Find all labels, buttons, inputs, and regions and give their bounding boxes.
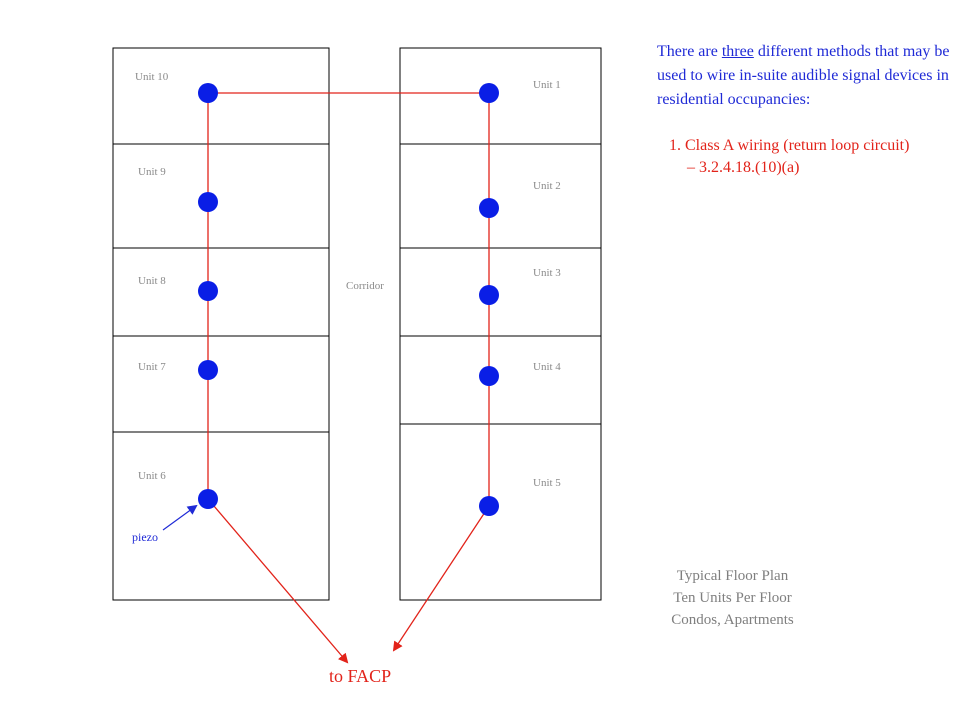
piezo-device-unit-10 — [198, 83, 218, 103]
unit-label-5: Unit 5 — [533, 477, 561, 489]
left-unit-block — [112, 47, 330, 601]
caption-line-1: Typical Floor Plan — [676, 568, 789, 584]
unit-label-4: Unit 4 — [533, 361, 561, 373]
unit-label-7: Unit 7 — [138, 361, 166, 373]
intro-paragraph: There are three different methods that m… — [657, 40, 957, 112]
facp-label: to FACP — [329, 666, 391, 686]
piezo-device-unit-4 — [479, 366, 499, 386]
device-group — [198, 83, 499, 516]
intro-text-after: different methods that may be used to wi… — [657, 43, 950, 108]
piezo-pointer-arrow — [162, 504, 198, 531]
floor-plan-caption: Typical Floor Plan Ten Units Per Floor C… — [645, 565, 820, 631]
caption-line-3: Condos, Apartments — [671, 612, 794, 628]
unit-label-2: Unit 2 — [533, 180, 561, 192]
unit-label-9: Unit 9 — [138, 166, 166, 178]
wiring-loop — [207, 92, 490, 664]
corridor-label: Corridor — [346, 280, 384, 292]
unit-label-1: Unit 1 — [533, 79, 561, 91]
intro-emphasis: three — [721, 43, 754, 60]
unit-label-3: Unit 3 — [533, 267, 561, 279]
piezo-device-unit-3 — [479, 285, 499, 305]
method-1-line-2: – 3.2.4.18.(10)(a) — [687, 159, 800, 176]
wire-right-to-facp — [392, 505, 490, 652]
wire-left-to-facp — [207, 498, 349, 664]
method-1-line-1: 1. Class A wiring (return loop circuit) — [669, 137, 910, 154]
right-unit-block — [399, 47, 602, 601]
piezo-device-unit-1 — [479, 83, 499, 103]
piezo-label: piezo — [132, 530, 158, 544]
piezo-device-unit-8 — [198, 281, 218, 301]
piezo-device-unit-2 — [479, 198, 499, 218]
piezo-device-unit-9 — [198, 192, 218, 212]
piezo-device-unit-7 — [198, 360, 218, 380]
method-1-text: 1. Class A wiring (return loop circuit) … — [669, 135, 959, 179]
intro-text-before: There are — [657, 43, 722, 60]
unit-label-8: Unit 8 — [138, 275, 166, 287]
caption-line-2: Ten Units Per Floor — [673, 590, 792, 606]
unit-label-6: Unit 6 — [138, 470, 166, 482]
unit-label-10: Unit 10 — [135, 71, 169, 83]
piezo-device-unit-6 — [198, 489, 218, 509]
piezo-device-unit-5 — [479, 496, 499, 516]
